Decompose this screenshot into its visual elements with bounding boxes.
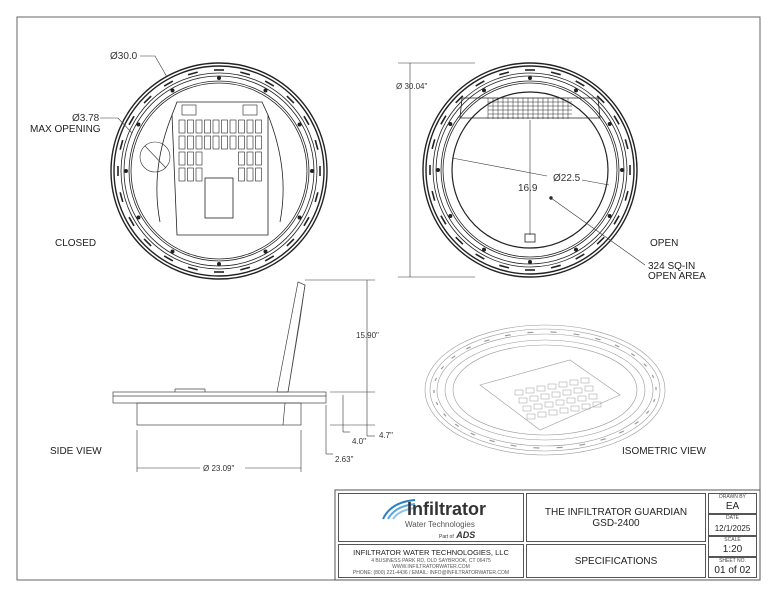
logo-part-of: Part of ADS [439,530,475,540]
date-cell: DATE 12/1/2025 [708,514,757,536]
company-website: WWW.INFILTRATORWATER.COM [392,564,470,570]
company-contact: PHONE: (800) 221-4436 / EMAIL: INFO@INFI… [352,570,510,576]
side-view-label: SIDE VIEW [50,446,102,457]
drawn-by-label: DRAWN BY [719,494,746,500]
scale-label: SCALE [724,537,741,543]
drawn-by-cell: DRAWN BY EA [708,493,757,514]
company-address: 4 BUSINESS PARK RD, OLD SAYBROOK, CT 064… [371,558,491,564]
open-view-label: OPEN [650,238,679,249]
side-dim-c: 2.63" [335,455,354,464]
part-of-text: Part of [439,534,454,540]
open-depth: 16.9 [518,183,538,194]
date-value: 12/1/2025 [714,524,751,533]
side-dim-b: 4.0" [352,437,366,446]
closed-outer-diameter: Ø30.0 [110,51,138,62]
scale-value: 1:20 [722,544,743,555]
logo-cell: Infiltrator Water Technologies Part of A… [338,493,524,542]
company-name: INFILTRATOR WATER TECHNOLOGIES, LLC [353,548,509,557]
side-base-diameter: Ø 23.09" [203,464,235,473]
isometric-view-label: ISOMETRIC VIEW [622,446,706,457]
title-cell: THE INFILTRATOR GUARDIAN GSD-2400 [526,493,706,542]
sheet-cell: SHEET NO. 01 of 02 [708,557,757,578]
closed-view-drawing [110,62,328,280]
isometric-view-drawing [424,324,666,456]
open-view-dimensions [398,62,646,278]
max-opening-label: MAX OPENING [30,124,101,135]
side-view-drawing [112,281,327,426]
drawing-title: THE INFILTRATOR GUARDIAN [544,507,688,518]
max-opening-dimension: Ø3.78 [72,113,100,124]
open-inner-diameter: Ø22.5 [553,173,581,184]
logo-subtitle: Water Technologies [405,520,475,529]
sheet-label: SHEET NO. [719,558,746,564]
open-area-value: 324 SQ-IN [648,261,696,272]
date-label: DATE [726,515,739,521]
drawn-by-value: EA [725,501,740,512]
title-block-frame [334,489,761,581]
open-outer-diameter: Ø 30.04" [396,82,428,91]
logo-swoosh-icon [382,499,416,520]
drawing-model: GSD-2400 [592,518,640,529]
open-area-callout: 324 SQ-IN OPEN AREA [648,262,706,282]
closed-view-label: CLOSED [55,238,97,249]
side-height-dim: 15.90" [356,331,379,340]
side-view-dimensions [136,279,375,472]
logo-brand: Infiltrator [407,499,486,519]
scale-cell: SCALE 1:20 [708,536,757,557]
company-cell: INFILTRATOR WATER TECHNOLOGIES, LLC 4 BU… [338,544,524,578]
ads-logo: ADS [456,530,476,540]
sheet-value: 01 of 02 [714,565,751,576]
subject-cell: SPECIFICATIONS [526,544,706,578]
closed-view-leaders [100,55,171,173]
open-view-drawing [422,62,638,278]
side-dim-a: 4.7" [379,431,393,440]
open-area-label: OPEN AREA [648,271,706,282]
